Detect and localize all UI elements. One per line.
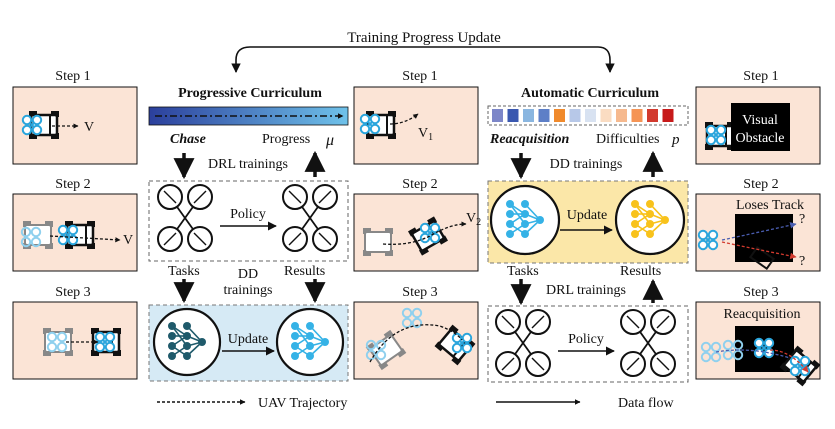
col1-step1-label: Step 1 (55, 69, 90, 84)
col5-step2-label: Step 2 (743, 177, 778, 192)
p-symbol: p (671, 132, 680, 148)
col3-step3-label: Step 3 (402, 285, 437, 300)
v-label: V (84, 120, 94, 135)
col5-step3-label: Step 3 (743, 285, 778, 300)
hidden-car (748, 245, 776, 271)
tasks-label-2: Tasks (507, 264, 539, 279)
drl-policy-graph-left (157, 184, 213, 252)
ghost-car (362, 227, 394, 257)
difficulty-swatch (600, 109, 612, 122)
target-car (27, 109, 61, 141)
question-mark-2: ? (799, 254, 805, 269)
difficulty-palette (492, 109, 674, 122)
col1-step2-label: Step 2 (55, 177, 90, 192)
difficulty-swatch (507, 109, 519, 122)
light-network-icon (275, 307, 345, 377)
predicted-track-red (721, 241, 797, 260)
results-label-2: Results (620, 264, 661, 279)
difficulty-swatch (554, 109, 565, 122)
update-label: Update (228, 332, 268, 347)
reacq-track-blue (715, 349, 791, 359)
progressive-title: Progressive Curriculum (178, 86, 322, 101)
question-mark-1: ? (799, 212, 805, 227)
policy-label: Policy (230, 207, 266, 222)
policy-box-2 (487, 305, 689, 383)
predicted-track-blue (721, 222, 797, 241)
results-label: Results (284, 264, 325, 279)
chase-label: Chase (170, 132, 206, 147)
update-label-2: Update (567, 208, 607, 223)
reacquisition-label: Reacquisition (489, 132, 570, 147)
velocity-arrow (389, 113, 419, 125)
drl-trainings-label: DRL trainings (208, 157, 288, 172)
automatic-title: Automatic Curriculum (521, 86, 659, 101)
target-car (63, 219, 97, 251)
difficulty-swatch (616, 109, 627, 122)
v2-label: V2 (466, 211, 481, 228)
drl-policy-graph-right (282, 184, 338, 252)
difficulty-swatch (492, 109, 503, 122)
progress-update-arrow (231, 46, 615, 73)
drl-policy-graph-right-2 (620, 309, 676, 377)
difficulty-swatch (585, 109, 596, 122)
dark-network-icon (152, 307, 222, 377)
visual-obstacle-label-2: Obstacle (736, 131, 785, 146)
dd-trainings-label: trainings (224, 283, 273, 298)
drl-policy-graph-left-2 (495, 309, 551, 377)
difficulties-label: Difficulties (596, 132, 660, 147)
drl-trainings-label-2: DRL trainings (546, 283, 626, 298)
col3-step1-label: Step 1 (402, 69, 437, 84)
visual-obstacle (731, 103, 790, 151)
difficulty-swatch (631, 109, 643, 122)
velocity-arrow (49, 235, 121, 243)
difficulty-swatch (647, 109, 658, 122)
dd-trainings-label-2: DD trainings (550, 157, 623, 172)
col1-step-labels: Step 1 Step 2 Step 3 (55, 69, 90, 300)
reacq-track-red (769, 349, 809, 373)
v1-label: V1 (418, 126, 433, 143)
col3-step2-label: Step 2 (402, 177, 437, 192)
difficulty-swatch (523, 109, 534, 122)
difficulty-swatch (538, 109, 550, 122)
yellow-network-icon (614, 184, 686, 256)
trajectory-legend-label: UAV Trajectory (258, 396, 347, 411)
policy-box (148, 180, 349, 262)
top-label: Training Progress Update (347, 30, 501, 46)
visual-obstacle-label-1: Visual (742, 113, 778, 128)
dd-label: DD (238, 267, 258, 282)
blue-network-icon (489, 184, 561, 256)
mu-symbol: μ (325, 132, 334, 149)
progress-label: Progress (262, 132, 310, 147)
obstacle-block (735, 214, 793, 262)
col1-step3-label: Step 3 (55, 285, 90, 300)
reacquisition-title: Reacquisition (724, 307, 801, 322)
trajectory-arrow (382, 221, 467, 245)
v-label-2: V (123, 233, 133, 248)
col5-step1-label: Step 1 (743, 69, 778, 84)
dataflow-legend-label: Data flow (618, 396, 674, 411)
loses-track-label: Loses Track (736, 198, 804, 213)
difficulty-swatch (569, 109, 581, 122)
difficulty-swatch (662, 109, 674, 122)
col1-step3-panel (12, 301, 138, 380)
policy-label-2: Policy (568, 332, 604, 347)
tasks-label: Tasks (168, 264, 200, 279)
